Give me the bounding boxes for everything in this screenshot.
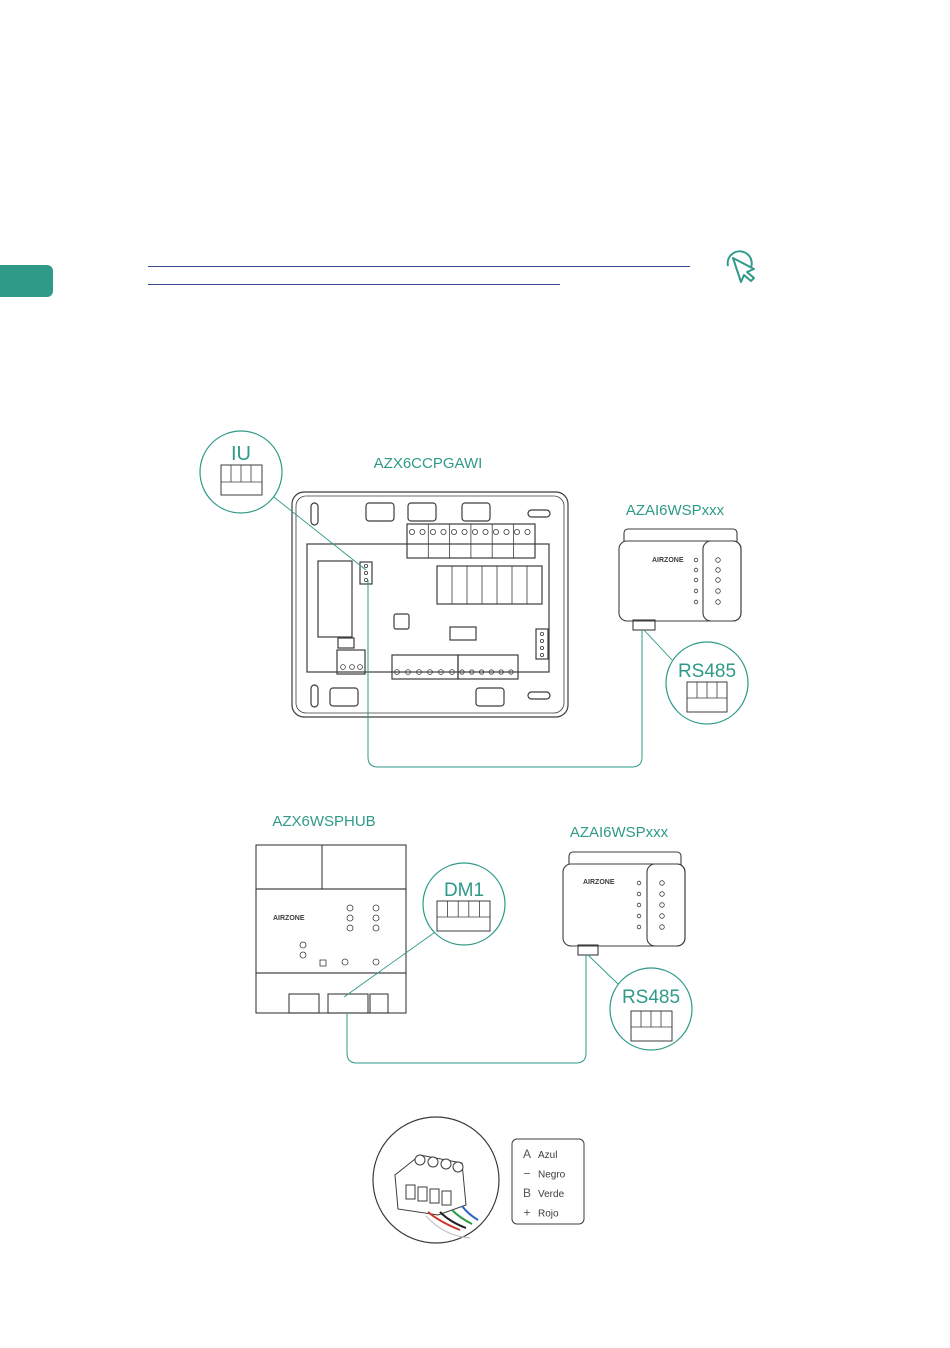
legend-label: Rojo (538, 1209, 559, 1220)
terminal-screw (540, 653, 543, 656)
terminal-screw (514, 529, 519, 534)
iu-label: IU (231, 443, 251, 465)
legend-label: Verde (538, 1189, 565, 1200)
terminal-screw (420, 529, 425, 534)
terminal-screw (409, 529, 414, 534)
terminal-screw (540, 632, 543, 635)
terminal-screw (350, 665, 355, 670)
terminal-screw (451, 529, 456, 534)
terminal-screw (430, 529, 435, 534)
terminal-screw (472, 529, 477, 534)
terminal-screw (525, 529, 530, 534)
gateway-1-logo: AIRZONE (652, 557, 684, 564)
terminal-screw (483, 529, 488, 534)
terminal-screw (364, 564, 367, 567)
legend-label: Negro (538, 1170, 566, 1181)
hub-leds (300, 905, 379, 966)
terminal-screw (364, 578, 367, 581)
terminal-screw (364, 571, 367, 574)
hub-logo: AIRZONE (273, 915, 305, 922)
terminal-screw (540, 646, 543, 649)
connector-detail (373, 1117, 499, 1243)
board-details (341, 524, 544, 674)
hub-device-azx6wsphub (256, 845, 406, 1013)
hub-label: AZX6WSPHUB (272, 813, 375, 830)
gateway-1-device (619, 529, 741, 630)
legend-symbol: − (523, 1167, 530, 1181)
bus-cable-2 (347, 955, 586, 1063)
terminal-screw (441, 529, 446, 534)
gateway-1-label: AZAI6WSPxxx (626, 502, 725, 519)
terminal-screw (358, 665, 363, 670)
pointer-hand-icon[interactable] (728, 251, 754, 282)
terminal-screw (504, 529, 509, 534)
main-board-azx6ccpgawi (292, 492, 568, 717)
legend-label: Azul (538, 1150, 557, 1161)
rs485-label-2: RS485 (622, 987, 680, 1008)
legend-symbol: B (523, 1186, 531, 1200)
terminal-screw (341, 665, 346, 670)
terminal-screw (540, 639, 543, 642)
main-board-label: AZX6CCPGAWI (374, 455, 483, 472)
rs485-label-1: RS485 (678, 661, 736, 682)
gateway-2-label: AZAI6WSPxxx (570, 824, 669, 841)
legend-symbol: + (523, 1206, 530, 1220)
dm1-label: DM1 (444, 880, 484, 901)
legend-symbol: A (523, 1147, 531, 1161)
terminal-screw (462, 529, 467, 534)
bus-cable-1 (368, 580, 642, 767)
terminal-screw (493, 529, 498, 534)
iu-callout (200, 431, 366, 570)
gateway-2-logo: AIRZONE (583, 879, 615, 886)
gateway-2-device (563, 852, 685, 955)
